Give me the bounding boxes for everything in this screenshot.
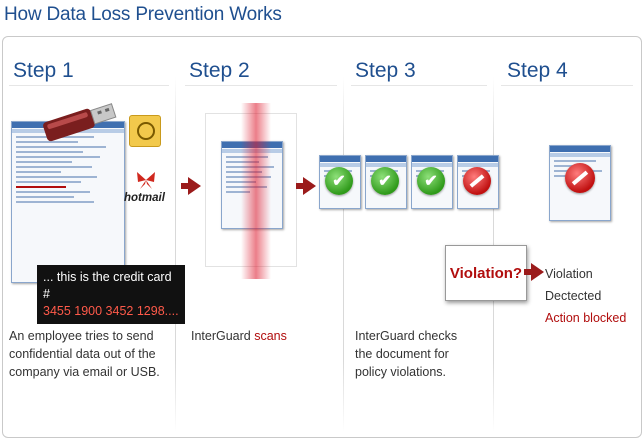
step-3-desc-line: InterGuard checks <box>355 329 458 343</box>
outlook-icon <box>129 115 161 147</box>
step-4-status: Violation Dectected Action blocked <box>545 263 626 329</box>
arrow-right-icon <box>524 263 544 281</box>
step-1-underline <box>9 85 169 86</box>
page-title: How Data Loss Prevention Works <box>4 4 282 25</box>
arrow-right-icon <box>296 177 316 195</box>
callout-text: ... this is the credit card # <box>43 270 172 301</box>
column-divider <box>343 77 344 432</box>
step-2-underline <box>185 85 337 86</box>
document-icon <box>457 155 499 209</box>
step-3-desc-line: the document for <box>355 347 449 361</box>
step-1-label: Step 1 <box>13 59 74 82</box>
step-3-label: Step 3 <box>355 59 416 82</box>
step-1-desc-line: company via email or USB. <box>9 365 160 379</box>
status-line: Violation <box>545 267 593 281</box>
step-2-label: Step 2 <box>189 59 250 82</box>
hotmail-label: hotmail <box>124 192 165 204</box>
arrow-right-icon <box>181 177 201 195</box>
step-1-desc-line: An employee tries to send <box>9 329 154 343</box>
credit-card-callout: ... this is the credit card # 3455 1900 … <box>37 265 185 324</box>
scan-beam <box>241 103 271 279</box>
step-3-desc-line: policy violations. <box>355 365 447 379</box>
credit-card-number: 3455 1900 3452 1298.... <box>43 304 179 318</box>
violation-label: Violation? <box>445 245 527 301</box>
action-blocked-label: Action blocked <box>545 311 627 325</box>
email-window <box>11 121 125 283</box>
checkmark-icon: ✔ <box>371 167 399 195</box>
step-2-description: InterGuard scans <box>191 327 287 345</box>
blocked-icon <box>565 163 595 193</box>
step-3-underline <box>351 85 487 86</box>
step-1-description: An employee tries to send confidential d… <box>9 327 160 381</box>
blocked-icon <box>463 167 491 195</box>
diagram-frame: Step 1 Step 2 Step 3 Step 4 hotmail <box>2 36 642 438</box>
usb-drive-icon <box>43 103 117 142</box>
step-2-desc-text: InterGuard <box>191 329 255 343</box>
checkmark-icon: ✔ <box>417 167 445 195</box>
step-2-desc-highlight: scans <box>254 329 287 343</box>
column-divider <box>175 77 176 432</box>
step-4-label: Step 4 <box>507 59 568 82</box>
step-1-desc-line: confidential data out of the <box>9 347 156 361</box>
hotmail-butterfly-icon <box>137 172 155 189</box>
step-4-underline <box>501 85 633 86</box>
status-line: Dectected <box>545 289 602 303</box>
step-3-description: InterGuard checks the document for polic… <box>355 327 457 381</box>
checkmark-icon: ✔ <box>325 167 353 195</box>
